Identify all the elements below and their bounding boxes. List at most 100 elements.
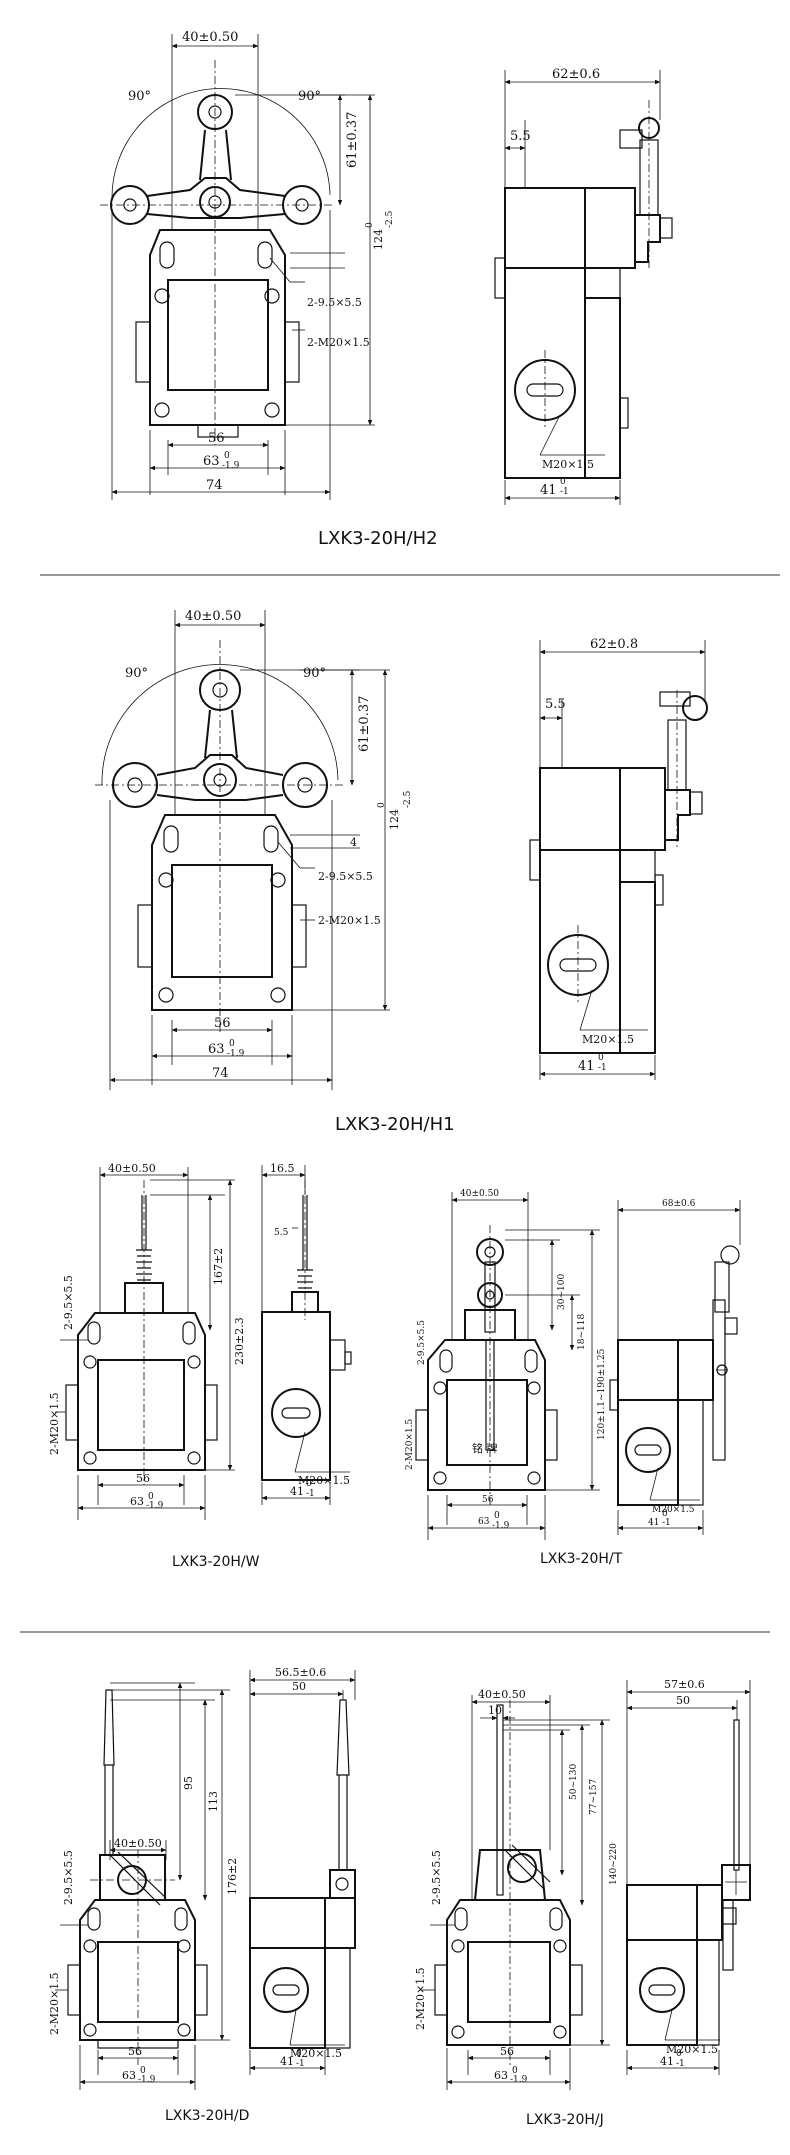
d-front-view: 40±0.50 2-9.5×5.5 2-M20×1.5 95 113 176±2… — [48, 1682, 239, 2090]
d-dim-95: 95 — [182, 1776, 195, 1790]
h1-angle-left: 90° — [125, 666, 148, 681]
h2-side-dim-55: 5.5 — [510, 129, 531, 144]
h1-dim-124-tol-up: 0 — [377, 802, 387, 808]
t-dim-30: 30~100 — [557, 1274, 567, 1310]
t-side-thread: M20×1.5 — [652, 1505, 695, 1515]
j-dim-77: 77~157 — [589, 1779, 599, 1815]
h1-angle-right: 90° — [303, 666, 326, 681]
h1-dim-74: 74 — [212, 1066, 229, 1081]
t-threads: 2-M20×1.5 — [405, 1418, 415, 1470]
h2-angle-right: 90° — [298, 89, 321, 104]
h1-side-dim-62: 62±0.8 — [590, 637, 638, 652]
h2-side-dim-62: 62±0.6 — [552, 67, 600, 82]
t-dim-63-tol-low: -1.9 — [492, 1521, 510, 1531]
d-dim-176: 176±2 — [226, 1858, 239, 1895]
h2-side-dim-41-tol-up: 0 — [560, 477, 566, 487]
t-dim-63-tol-up: 0 — [494, 1511, 500, 1521]
h2-side-view: 62±0.6 5.5 M20×1.5 41 0 -1 — [494, 67, 673, 505]
h2-dim-63: 63 — [203, 454, 220, 469]
j-holes: 2-9.5×5.5 — [430, 1850, 443, 1905]
h1-dim-124: 124 — [388, 809, 401, 830]
j-threads: 2-M20×1.5 — [414, 1967, 427, 2030]
h2-caption: LXK3-20H/H2 — [318, 528, 438, 549]
h2-dim-40: 40±0.50 — [182, 30, 238, 45]
w-dim-63-tol-low: -1.9 — [146, 1501, 164, 1511]
d-dim-40: 40±0.50 — [114, 1837, 162, 1850]
j-dim-56: 56 — [500, 2045, 514, 2058]
w-dim-230: 230±2.3 — [233, 1317, 246, 1365]
w-dim-56: 56 — [136, 1472, 150, 1485]
w-side-dim-41-tol-up: 0 — [306, 1479, 312, 1489]
w-side-dim-41: 41 — [290, 1485, 304, 1498]
w-side-dim-165: 16.5 — [270, 1162, 295, 1175]
h2-side-thread: M20×1.5 — [542, 458, 594, 471]
h1-caption: LXK3-20H/H1 — [335, 1114, 455, 1135]
h1-dim-4: 4 — [350, 836, 357, 849]
d-caption: LXK3-20H/D — [165, 2108, 249, 2124]
w-dim-40: 40±0.50 — [108, 1162, 156, 1175]
h1-threads: 2-M20×1.5 — [318, 914, 381, 927]
t-side-dim-41-tol-up: 0 — [662, 1509, 668, 1519]
h2-dim-63-tol-low: -1.9 — [222, 461, 240, 471]
j-dim-40: 40±0.50 — [478, 1688, 526, 1701]
j-dim-63: 63 — [494, 2069, 508, 2082]
w-side-view: 16.5 5.5 M20×1.5 41 0 -1 — [261, 1162, 352, 1505]
section-j: 40±0.50 10 2-9.5×5.5 2-M20×1.5 50~130 77… — [414, 1678, 751, 2128]
h2-dim-61: 61±0.37 — [345, 112, 360, 168]
j-side-view: 57±0.6 50 M20×1.5 41 0 -1 — [626, 1678, 751, 2075]
h1-side-dim-41-tol-low: -1 — [598, 1063, 607, 1073]
w-dim-63: 63 — [130, 1495, 144, 1508]
h1-dim-124-tol-low: -2.5 — [403, 790, 413, 808]
w-side-dim-41-tol-low: -1 — [306, 1489, 315, 1499]
h2-side-dim-41: 41 — [540, 483, 557, 498]
h2-threads: 2-M20×1.5 — [307, 336, 370, 349]
t-holes: 2-9.5×5.5 — [417, 1320, 427, 1365]
j-dim-50: 50~130 — [569, 1764, 579, 1800]
d-side-dim-41-tol-up: 0 — [296, 2049, 302, 2059]
h2-dim-124-tol-up: 0 — [365, 222, 375, 228]
h1-side-view: 62±0.8 5.5 M20×1.5 41 0 -1 — [529, 637, 708, 1080]
h1-dim-56: 56 — [214, 1016, 231, 1031]
h2-dim-56: 56 — [208, 431, 225, 446]
t-nameplate: 铭 牌 — [472, 1441, 498, 1455]
w-threads: 2-M20×1.5 — [48, 1392, 61, 1455]
d-side-dim-565: 56.5±0.6 — [275, 1666, 326, 1679]
h1-side-thread: M20×1.5 — [582, 1033, 634, 1046]
h1-front-view: 40±0.50 90° 90° 61±0.37 124 0 -2.5 4 2-9… — [95, 609, 413, 1090]
h2-front-view: 40±0.50 90° 90° 61±0.37 124 0 -2.5 2-9.5… — [100, 30, 395, 500]
j-dim-140: 140~220 — [609, 1843, 619, 1885]
j-side-thread: M20×1.5 — [666, 2043, 718, 2056]
t-front-view: 铭 牌 40±0.50 2-9.5×5.5 2-M20×1.5 30~100 1… — [405, 1189, 607, 1540]
t-dim-56: 56 — [482, 1495, 494, 1505]
d-dim-63-tol-up: 0 — [140, 2066, 146, 2076]
section-t: 铭 牌 40±0.50 2-9.5×5.5 2-M20×1.5 30~100 1… — [405, 1189, 741, 1567]
w-caption: LXK3-20H/W — [172, 1554, 260, 1570]
d-dim-63: 63 — [122, 2069, 136, 2082]
t-dim-63: 63 — [478, 1517, 490, 1527]
t-side-dim-41-tol-low: -1 — [662, 1518, 671, 1528]
d-dim-63-tol-low: -1.9 — [138, 2075, 156, 2085]
h2-dim-74: 74 — [206, 478, 223, 493]
j-side-dim-57: 57±0.6 — [664, 1678, 705, 1691]
d-side-view: 56.5±0.6 50 M20×1.5 41 0 -1 — [249, 1666, 356, 2075]
h1-dim-63: 63 — [208, 1042, 225, 1057]
h2-angle-left: 90° — [128, 89, 151, 104]
w-side-thread: M20×1.5 — [298, 1474, 350, 1487]
j-dim-10: 10 — [488, 1704, 502, 1717]
d-side-dim-41-tol-low: -1 — [296, 2059, 305, 2069]
d-threads: 2-M20×1.5 — [48, 1972, 61, 2035]
section-w: 40±0.50 2-9.5×5.5 2-M20×1.5 167±2 230±2.… — [48, 1162, 352, 1570]
d-side-dim-50: 50 — [292, 1680, 306, 1693]
j-side-dim-41-tol-low: -1 — [676, 2059, 685, 2069]
t-side-view: 68±0.6 M20×1.5 41 0 -1 — [609, 1199, 741, 1535]
t-side-dim-41: 41 — [648, 1518, 659, 1528]
h1-holes: 2-9.5×5.5 — [318, 870, 373, 883]
w-dim-167: 167±2 — [212, 1248, 225, 1285]
j-dim-63-tol-up: 0 — [512, 2066, 518, 2076]
w-holes: 2-9.5×5.5 — [62, 1275, 75, 1330]
h1-side-dim-41-tol-up: 0 — [598, 1053, 604, 1063]
section-h1: 40±0.50 90° 90° 61±0.37 124 0 -2.5 4 2-9… — [95, 609, 708, 1135]
j-side-dim-50: 50 — [676, 1694, 690, 1707]
h1-side-dim-55: 5.5 — [545, 697, 566, 712]
